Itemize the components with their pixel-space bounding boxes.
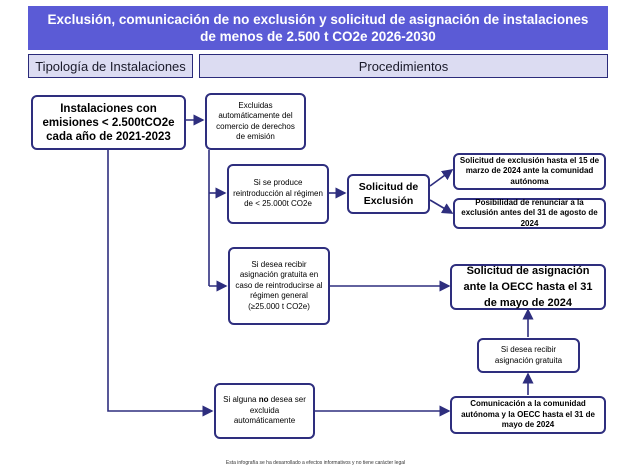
footer-disclaimer: Esta infografía se ha desarrollado a efe… (225, 460, 406, 466)
node-excluidas: Excluidas automáticamente del comercio d… (205, 93, 306, 150)
node-comunicacion: Comunicación a la comunidad autónoma y l… (450, 396, 606, 434)
header-tipologia: Tipología de Instalaciones (28, 54, 193, 78)
node-renunciar: Posibilidad de renunciar a la exclusión … (453, 198, 606, 229)
arrow-solicitud-plazo (429, 169, 454, 187)
node-desea-asignacion: Si desea recibir asignación gratuita (477, 338, 580, 373)
node-instalaciones: Instalaciones con emisiones < 2.500tCO2e… (31, 95, 186, 150)
node-asignacion-reintro: Si desea recibir asignación gratuita en … (228, 247, 330, 325)
node-no-excluida: Si alguna no desea ser excluida automáti… (214, 383, 315, 439)
arrow-instalaciones-no-excluida (107, 150, 214, 417)
diagram-title: Exclusión, comunicación de no exclusión … (28, 6, 608, 50)
node-reintroduccion: Si se produce reintroducción al régimen … (227, 164, 329, 224)
node-solicitud-exclusion: Solicitud de Exclusión (347, 174, 430, 214)
node-solicitud-asignacion: Solicitud de asignación ante la OECC has… (450, 264, 606, 310)
node-solicitud-exclusion-plazo: Solicitud de exclusión hasta el 15 de ma… (453, 153, 606, 190)
arrow-solicitud-renunciar (429, 199, 454, 214)
header-procedimientos: Procedimientos (199, 54, 608, 78)
no-excluida-text: Si alguna no desea ser excluida automáti… (223, 395, 306, 426)
